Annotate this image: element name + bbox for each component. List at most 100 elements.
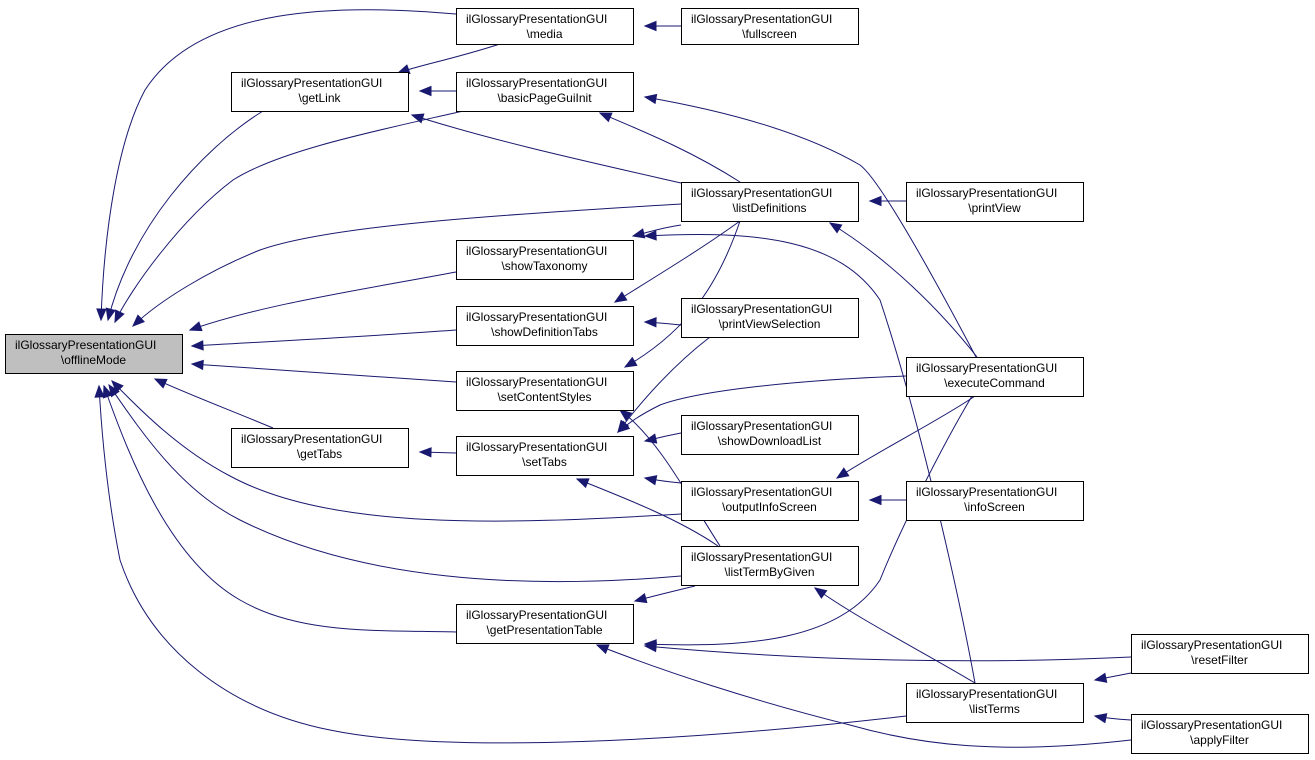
arrowhead-icon — [105, 307, 116, 322]
node-setContentStyles[interactable]: ilGlossaryPresentationGUI\setContentStyl… — [456, 371, 634, 411]
edge-line — [111, 380, 682, 522]
arrowhead-icon — [643, 230, 657, 241]
edge-line — [132, 203, 682, 327]
edge-line — [644, 96, 977, 358]
node-box — [5, 334, 183, 374]
node-class-label: ilGlossaryPresentationGUI — [1141, 718, 1282, 732]
node-method-label: \fullscreen — [742, 27, 797, 41]
node-getTabs[interactable]: ilGlossaryPresentationGUI\getTabs — [231, 428, 409, 468]
node-applyFilter[interactable]: ilGlossaryPresentationGUI\applyFilter — [1131, 714, 1309, 754]
edge-resetFilter-to-listTerms — [1093, 672, 1132, 683]
edge-setContentStyles-to-offlineMode — [190, 359, 457, 383]
edge-line — [614, 220, 741, 303]
node-box — [906, 357, 1084, 397]
edge-line — [644, 234, 976, 684]
edge-line — [189, 271, 457, 331]
node-listTermByGiven[interactable]: ilGlossaryPresentationGUI\listTermByGive… — [681, 546, 859, 586]
edge-line — [624, 220, 741, 368]
node-box — [456, 371, 634, 411]
node-box — [681, 546, 859, 586]
edge-line — [617, 336, 711, 433]
edge-line — [836, 395, 976, 479]
node-showDefinitionTabs[interactable]: ilGlossaryPresentationGUI\showDefinition… — [456, 306, 634, 346]
node-method-label: \infoScreen — [964, 500, 1025, 514]
edge-line — [100, 9, 457, 321]
arrowhead-icon — [613, 291, 628, 303]
node-box — [1131, 714, 1309, 754]
node-class-label: ilGlossaryPresentationGUI — [691, 485, 832, 499]
node-setTabs[interactable]: ilGlossaryPresentationGUI\setTabs — [456, 436, 634, 476]
node-method-label: \resetFilter — [1191, 653, 1248, 667]
edge-basicPageGuiInit-to-getLink — [418, 85, 456, 97]
edge-getLink-to-offlineMode — [105, 110, 264, 322]
node-printView[interactable]: ilGlossaryPresentationGUI\printView — [906, 182, 1084, 222]
node-fullscreen[interactable]: ilGlossaryPresentationGUI\fullscreen — [681, 8, 859, 45]
node-class-label: ilGlossaryPresentationGUI — [466, 12, 607, 26]
node-method-label: \offlineMode — [61, 353, 126, 367]
node-class-label: ilGlossaryPresentationGUI — [466, 440, 607, 454]
node-method-label: \getPresentationTable — [486, 623, 602, 637]
edge-media-to-getLink — [396, 43, 501, 75]
node-getLink[interactable]: ilGlossaryPresentationGUI\getLink — [231, 72, 409, 112]
node-class-label: ilGlossaryPresentationGUI — [691, 419, 832, 433]
edge-line — [617, 375, 907, 433]
edge-listTerms-to-showTaxonomy — [643, 230, 976, 684]
edge-basicPageGuiInit-to-offlineMode — [114, 110, 464, 324]
node-resetFilter[interactable]: ilGlossaryPresentationGUI\resetFilter — [1131, 634, 1309, 674]
arrowhead-icon — [153, 378, 168, 389]
arrowhead-icon — [868, 494, 882, 506]
edge-executeCommand-to-listDefinitions — [828, 222, 978, 358]
node-method-label: \executeCommand — [944, 376, 1045, 390]
edge-listTermByGiven-to-getPresentationTable — [633, 585, 696, 604]
edge-line — [644, 645, 1132, 662]
node-box — [681, 298, 859, 338]
node-class-label: ilGlossaryPresentationGUI — [1141, 638, 1282, 652]
node-listTerms[interactable]: ilGlossaryPresentationGUI\listTerms — [906, 683, 1084, 723]
node-box — [1131, 634, 1309, 674]
edges-layer — [94, 9, 1132, 748]
node-infoScreen[interactable]: ilGlossaryPresentationGUI\infoScreen — [906, 481, 1084, 521]
edge-executeCommand-to-basicPageGuiInit — [643, 93, 977, 358]
edge-listDefinitions-to-getLink — [410, 113, 682, 184]
arrowhead-icon — [618, 409, 633, 422]
edge-media-to-offlineMode — [96, 9, 457, 322]
edge-line — [814, 587, 976, 684]
node-offlineMode[interactable]: ilGlossaryPresentationGUI\offlineMode — [5, 334, 183, 374]
edge-line — [829, 222, 978, 358]
edge-line — [108, 384, 682, 583]
edge-listTermByGiven-to-setContentStyles — [618, 409, 721, 547]
node-method-label: \setTabs — [522, 455, 567, 469]
node-listDefinitions[interactable]: ilGlossaryPresentationGUI\listDefinition… — [681, 182, 859, 222]
node-class-label: ilGlossaryPresentationGUI — [466, 375, 607, 389]
node-method-label: \showDownloadList — [718, 434, 822, 448]
node-method-label: \listDefinitions — [732, 201, 806, 215]
node-box — [456, 72, 634, 112]
edge-line — [191, 363, 457, 383]
node-printViewSelection[interactable]: ilGlossaryPresentationGUI\printViewSelec… — [681, 298, 859, 338]
node-showTaxonomy[interactable]: ilGlossaryPresentationGUI\showTaxonomy — [456, 240, 634, 280]
node-box — [681, 415, 859, 455]
arrowhead-icon — [643, 433, 658, 444]
node-getPresentationTable[interactable]: ilGlossaryPresentationGUI\getPresentatio… — [456, 604, 634, 644]
node-outputInfoScreen[interactable]: ilGlossaryPresentationGUI\outputInfoScre… — [681, 481, 859, 521]
node-basicPageGuiInit[interactable]: ilGlossaryPresentationGUI\basicPageGuiIn… — [456, 72, 634, 112]
node-showDownloadList[interactable]: ilGlossaryPresentationGUI\showDownloadLi… — [681, 415, 859, 455]
node-media[interactable]: ilGlossaryPresentationGUI\media — [456, 8, 634, 45]
edge-showTaxonomy-to-offlineMode — [188, 271, 457, 332]
node-box — [681, 182, 859, 222]
arrowhead-icon — [643, 316, 657, 328]
edge-line — [397, 43, 501, 74]
edge-line — [114, 110, 464, 323]
edge-getPresentationTable-to-offlineMode — [102, 384, 457, 633]
edge-line — [596, 644, 1132, 748]
node-class-label: ilGlossaryPresentationGUI — [916, 361, 1057, 375]
node-method-label: \media — [526, 27, 562, 41]
edge-getTabs-to-offlineMode — [153, 378, 274, 429]
node-box — [456, 306, 634, 346]
edge-line — [103, 385, 457, 633]
node-executeCommand[interactable]: ilGlossaryPresentationGUI\executeCommand — [906, 357, 1084, 397]
edge-line — [107, 110, 264, 321]
edge-showDownloadList-to-setTabs — [643, 432, 682, 444]
node-box — [456, 436, 634, 476]
